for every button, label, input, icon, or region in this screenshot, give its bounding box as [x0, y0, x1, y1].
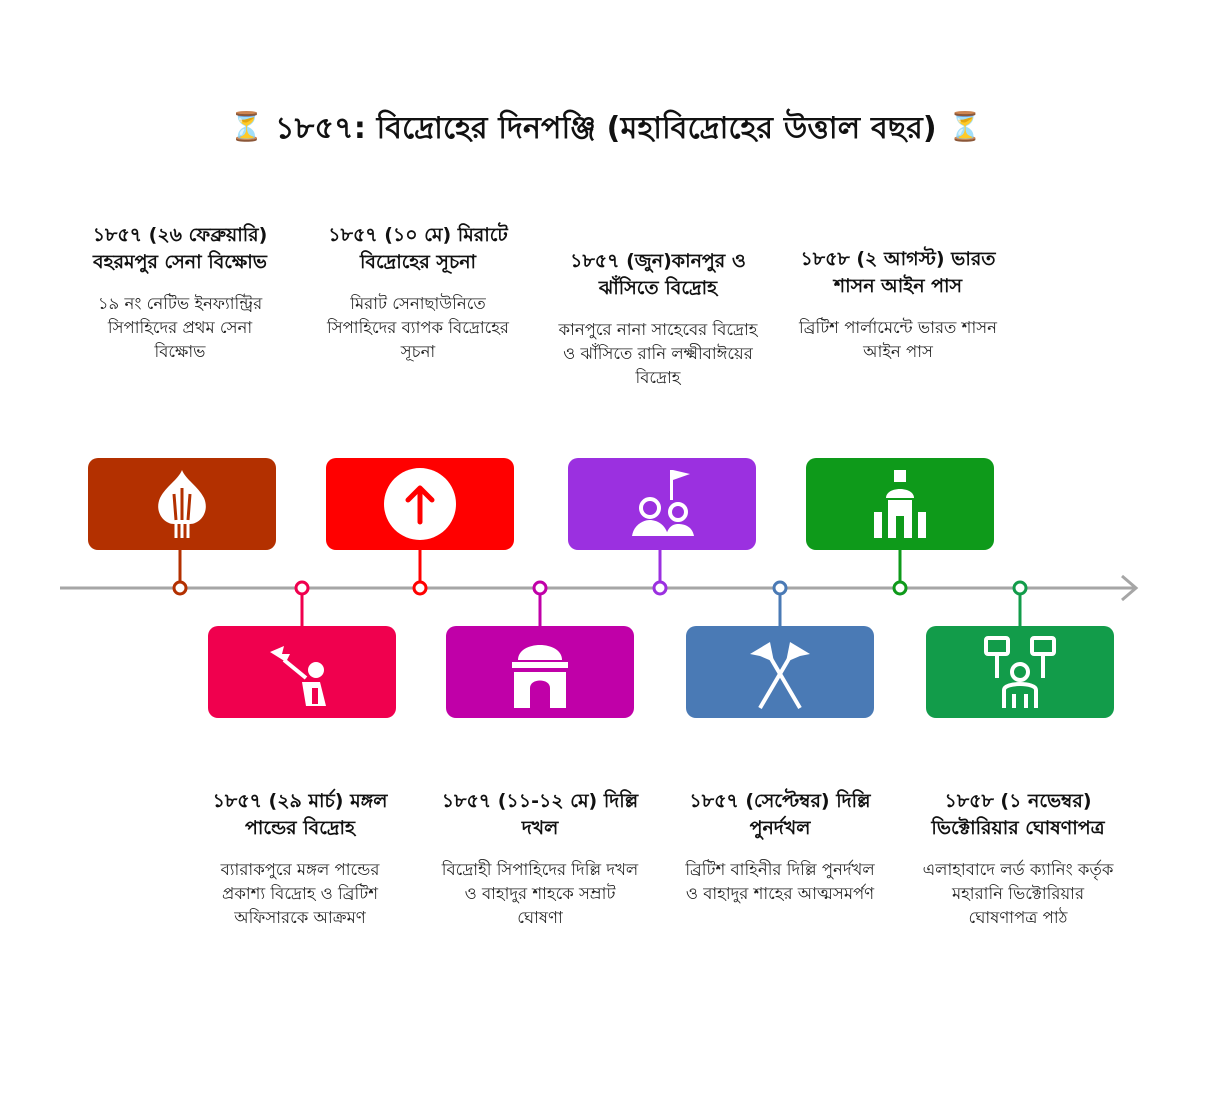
connector-2: [294, 580, 310, 626]
connector-6: [772, 580, 788, 626]
event-card-7: [806, 458, 994, 550]
event-heading: ১৮৫৭ (১১-১২ মে) দিল্লি দখল: [441, 790, 639, 839]
event-text-3: ১৮৫৭ (১০ মে) মিরাটে বিদ্রোহের সূচনা মিরা…: [318, 222, 518, 364]
hourglass-icon: ⏳: [947, 110, 983, 143]
gate-icon: [512, 645, 568, 708]
event-description: ব্রিটিশ পার্লামেন্টে ভারত শাসন আইন পাস: [799, 318, 997, 361]
event-card-4: [446, 626, 634, 718]
arrow-up-circle-icon: [384, 468, 456, 540]
event-text-4: ১৮৫৭ (১১-১২ মে) দিল্লি দখল বিদ্রোহী সিপা…: [440, 788, 640, 930]
event-text-8: ১৮৫৮ (১ নভেম্বর) ভিক্টোরিয়ার ঘোষণাপত্র …: [918, 788, 1118, 930]
event-card-1: [88, 458, 276, 550]
event-text-6: ১৮৫৭ (সেপ্টেম্বর) দিল্লি পুনর্দখল ব্রিটি…: [680, 788, 880, 906]
soldier-attack-icon: [270, 646, 326, 706]
event-text-2: ১৮৫৭ (২৯ মার্চ) মঙ্গল পান্ডের বিদ্রোহ ব্…: [200, 788, 400, 930]
parliament-icon: [874, 470, 926, 538]
connector-5: [652, 550, 668, 596]
event-heading: ১৮৫৭ (সেপ্টেম্বর) দিল্লি পুনর্দখল: [689, 790, 871, 839]
connector-7: [892, 550, 908, 596]
event-description: এলাহাবাদে লর্ড ক্যানিং কর্তৃক মহারানি ভি…: [922, 860, 1114, 927]
event-description: ব্যারাকপুরে মঙ্গল পান্ডের প্রকাশ্য বিদ্র…: [220, 860, 380, 927]
event-card-8: [926, 626, 1114, 718]
proclamation-icon: [984, 636, 1056, 708]
event-card-6: [686, 626, 874, 718]
title-text: ১৮৫৭: বিদ্রোহের দিনপঞ্জি (মহাবিদ্রোহের উ…: [275, 111, 937, 146]
connector-3: [412, 550, 428, 596]
bulb-icon: [158, 470, 206, 538]
event-description: মিরাট সেনাছাউনিতে সিপাহিদের ব্যাপক বিদ্র…: [326, 294, 509, 361]
event-card-3: [326, 458, 514, 550]
event-heading: ১৮৫৭ (২৯ মার্চ) মঙ্গল পান্ডের বিদ্রোহ: [212, 790, 388, 839]
crossed-flags-icon: [750, 642, 810, 710]
event-description: ব্রিটিশ বাহিনীর দিল্লি পুনর্দখল ও বাহাদু…: [685, 860, 875, 903]
event-heading: ১৮৫৮ (২ আগস্ট) ভারত শাসন আইন পাস: [800, 248, 996, 297]
event-heading: ১৮৫৭ (জুন)কানপুর ও ঝাঁসিতে বিদ্রোহ: [570, 250, 746, 299]
hourglass-icon: ⏳: [229, 110, 265, 143]
event-heading: ১৮৫৭ (২৬ ফেব্রুয়ারি) বহরমপুর সেনা বিক্ষ…: [92, 224, 268, 273]
event-description: কানপুরে নানা সাহেবের বিদ্রোহ ও ঝাঁসিতে র…: [558, 320, 758, 387]
event-text-1: ১৮৫৭ (২৬ ফেব্রুয়ারি) বহরমপুর সেনা বিক্ষ…: [80, 222, 280, 364]
event-heading: ১৮৫৮ (১ নভেম্বর) ভিক্টোরিয়ার ঘোষণাপত্র: [931, 790, 1105, 839]
event-text-5: ১৮৫৭ (জুন)কানপুর ও ঝাঁসিতে বিদ্রোহ কানপু…: [558, 248, 758, 390]
people-flag-icon: [632, 470, 694, 536]
page-title: ⏳ ১৮৫৭: বিদ্রোহের দিনপঞ্জি (মহাবিদ্রোহের…: [0, 104, 1212, 155]
event-heading: ১৮৫৭ (১০ মে) মিরাটে বিদ্রোহের সূচনা: [328, 224, 508, 273]
connector-8: [1012, 580, 1028, 626]
event-description: বিদ্রোহী সিপাহিদের দিল্লি দখল ও বাহাদুর …: [441, 860, 639, 927]
event-text-7: ১৮৫৮ (২ আগস্ট) ভারত শাসন আইন পাস ব্রিটিশ…: [798, 246, 998, 364]
event-card-5: [568, 458, 756, 550]
event-card-2: [208, 626, 396, 718]
connector-1: [172, 550, 188, 596]
connector-4: [532, 580, 548, 626]
event-description: ১৯ নং নেটিভ ইনফ্যান্ট্রির সিপাহিদের প্রথ…: [97, 294, 263, 361]
